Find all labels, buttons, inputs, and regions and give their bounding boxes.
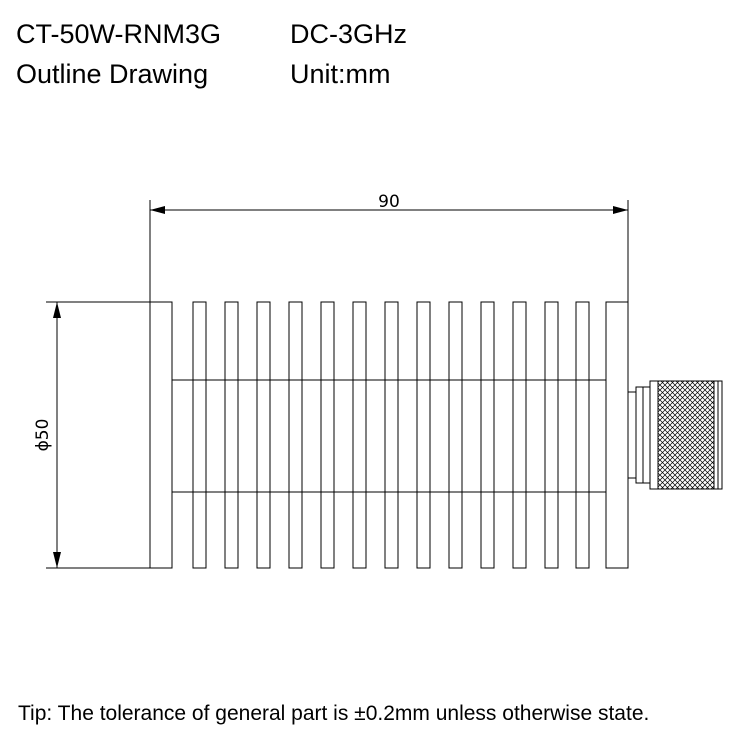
heatsink-fin [480, 301, 495, 569]
heatsink-fin [575, 301, 590, 569]
heatsink-fin [352, 301, 367, 569]
heatsink-fin [224, 301, 239, 569]
heatsink-end-block [605, 301, 629, 569]
heatsink-fin [448, 301, 463, 569]
drawing-subtitle: Outline Drawing [16, 59, 209, 89]
connector-flange [627, 391, 637, 479]
tolerance-tip: Tip: The tolerance of general part is ±0… [18, 702, 650, 725]
heatsink-fin [544, 301, 559, 569]
diameter-arrow-top [53, 302, 61, 318]
n-connector [627, 380, 723, 490]
length-label: 90 [378, 192, 400, 212]
model-number: CT-50W-RNM3G [16, 19, 222, 49]
heatsink-fin [416, 301, 431, 569]
diameter-dimension [46, 301, 150, 569]
heatsink-fin [288, 301, 303, 569]
heatsink-body [149, 301, 629, 569]
heatsink-fin [384, 301, 399, 569]
heatsink-fin [256, 301, 271, 569]
heatsink-fin [192, 301, 207, 569]
frequency-range: DC-3GHz [290, 19, 408, 49]
heatsink-fin [512, 301, 527, 569]
connector-collar [649, 380, 659, 490]
unit-label: Unit:mm [290, 59, 391, 89]
length-arrow-right [613, 206, 628, 214]
diameter-arrow-bottom [53, 552, 61, 568]
heatsink-fin [320, 301, 335, 569]
length-dimension [149, 200, 629, 302]
diameter-label: ϕ50 [33, 419, 53, 452]
connector-knurled-nut [657, 380, 715, 490]
heatsink-base-block [149, 301, 173, 569]
length-arrow-left [150, 206, 165, 214]
